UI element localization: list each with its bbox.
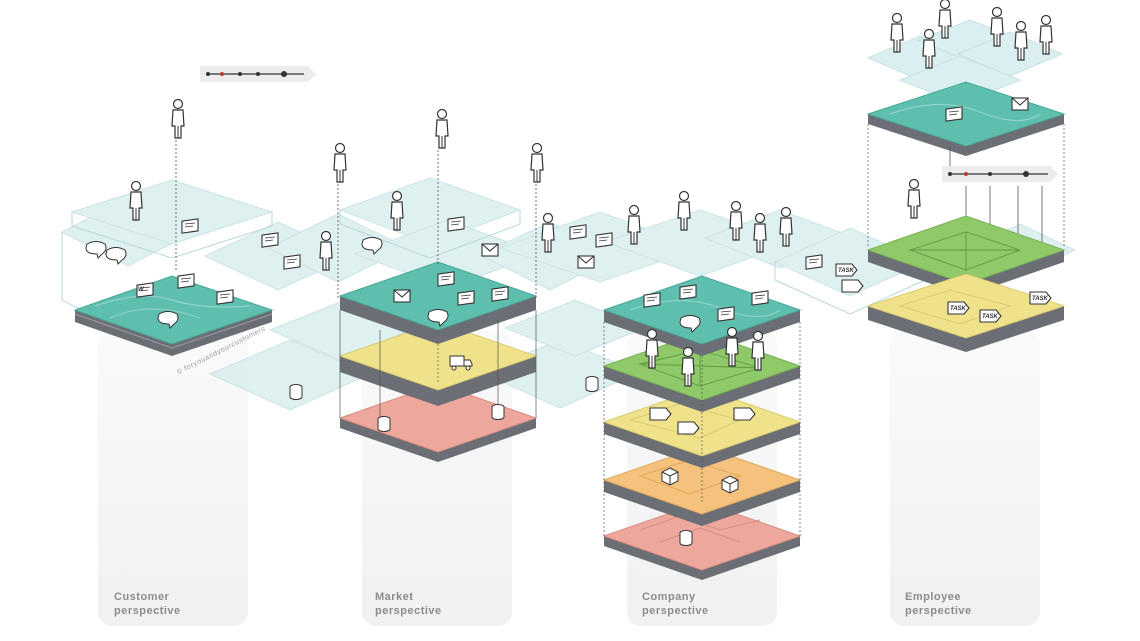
task-label: TASK [950, 306, 967, 312]
customer-perspective-label: Customer perspective [114, 590, 181, 618]
task-label: TASK [1032, 296, 1049, 302]
market-perspective-label: Market perspective [375, 590, 442, 618]
label-line1: Market [375, 591, 414, 603]
label-line1: Customer [114, 591, 170, 603]
label-line1: Employee [905, 591, 961, 603]
company-perspective-label: Company perspective [642, 590, 709, 618]
customer-timeline [200, 66, 316, 82]
employee-perspective-label: Employee perspective [905, 590, 972, 618]
background-layer-edges [61, 210, 926, 335]
company-stack [602, 190, 823, 580]
label-line2: perspective [642, 605, 709, 617]
task-label: TASK [982, 314, 999, 320]
label-line2: perspective [114, 605, 181, 617]
employee-stack: TASK TASK TASK TASK [835, 0, 1066, 352]
label-line2: perspective [905, 605, 972, 617]
customer-stack: W [73, 98, 274, 356]
employee-panel [890, 330, 1040, 626]
task-labels: TASK TASK TASK TASK [838, 268, 1049, 320]
label-line2: perspective [375, 605, 442, 617]
label-line1: Company [642, 591, 696, 603]
market-stack [261, 108, 613, 462]
task-label: TASK [838, 268, 855, 274]
svg-text:W: W [138, 287, 145, 293]
